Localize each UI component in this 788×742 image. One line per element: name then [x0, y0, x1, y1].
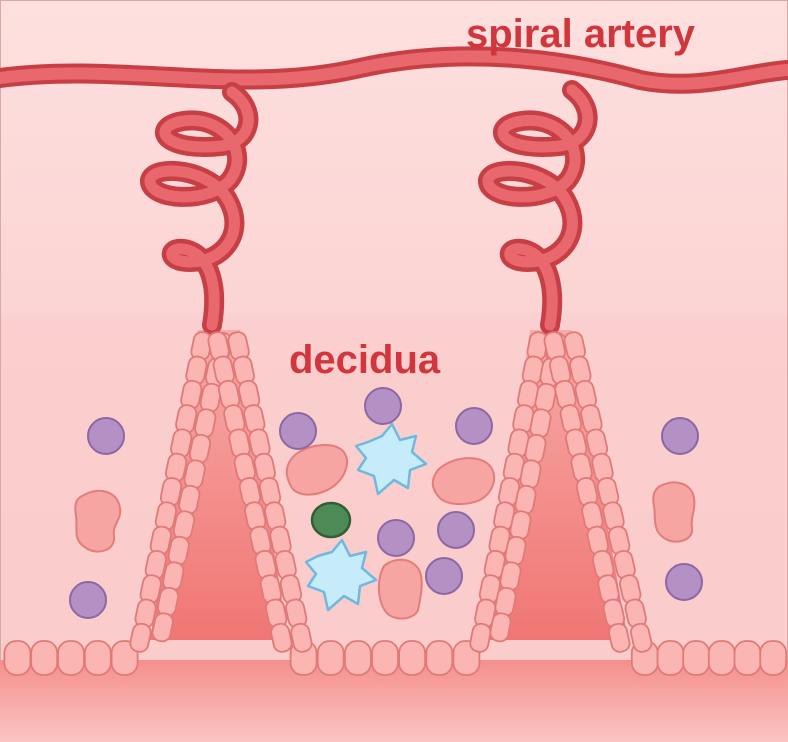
immune-cell	[426, 558, 462, 594]
epithelial-cell	[683, 641, 709, 675]
epithelial-cell	[399, 641, 425, 675]
epithelial-cell	[426, 641, 452, 675]
epithelial-cell	[760, 641, 786, 675]
epithelial-cell	[85, 641, 111, 675]
epithelial-cell	[318, 641, 344, 675]
epithelial-cell	[31, 641, 57, 675]
immune-cell	[365, 388, 401, 424]
immune-cell	[662, 418, 698, 454]
spiral-artery-label: spiral artery	[466, 12, 695, 57]
stromal-cell	[653, 482, 694, 541]
immune-cell	[666, 564, 702, 600]
immune-cell	[438, 512, 474, 548]
epithelial-cell	[709, 641, 735, 675]
immune-cell	[378, 520, 414, 556]
immune-cell	[456, 408, 492, 444]
epithelial-cell	[658, 641, 684, 675]
immune-cell	[70, 582, 106, 618]
epithelial-cell	[735, 641, 761, 675]
immune-cell	[280, 413, 316, 449]
stromal-cell	[75, 491, 120, 552]
epithelial-cell	[345, 641, 371, 675]
epithelial-cell	[58, 641, 84, 675]
epithelial-cell	[4, 641, 30, 675]
stromal-cell	[379, 560, 422, 619]
decidua-label: decidua	[289, 338, 440, 383]
immune-cell	[88, 418, 124, 454]
epithelial-cell	[372, 641, 398, 675]
dendritic-cell	[312, 503, 350, 537]
